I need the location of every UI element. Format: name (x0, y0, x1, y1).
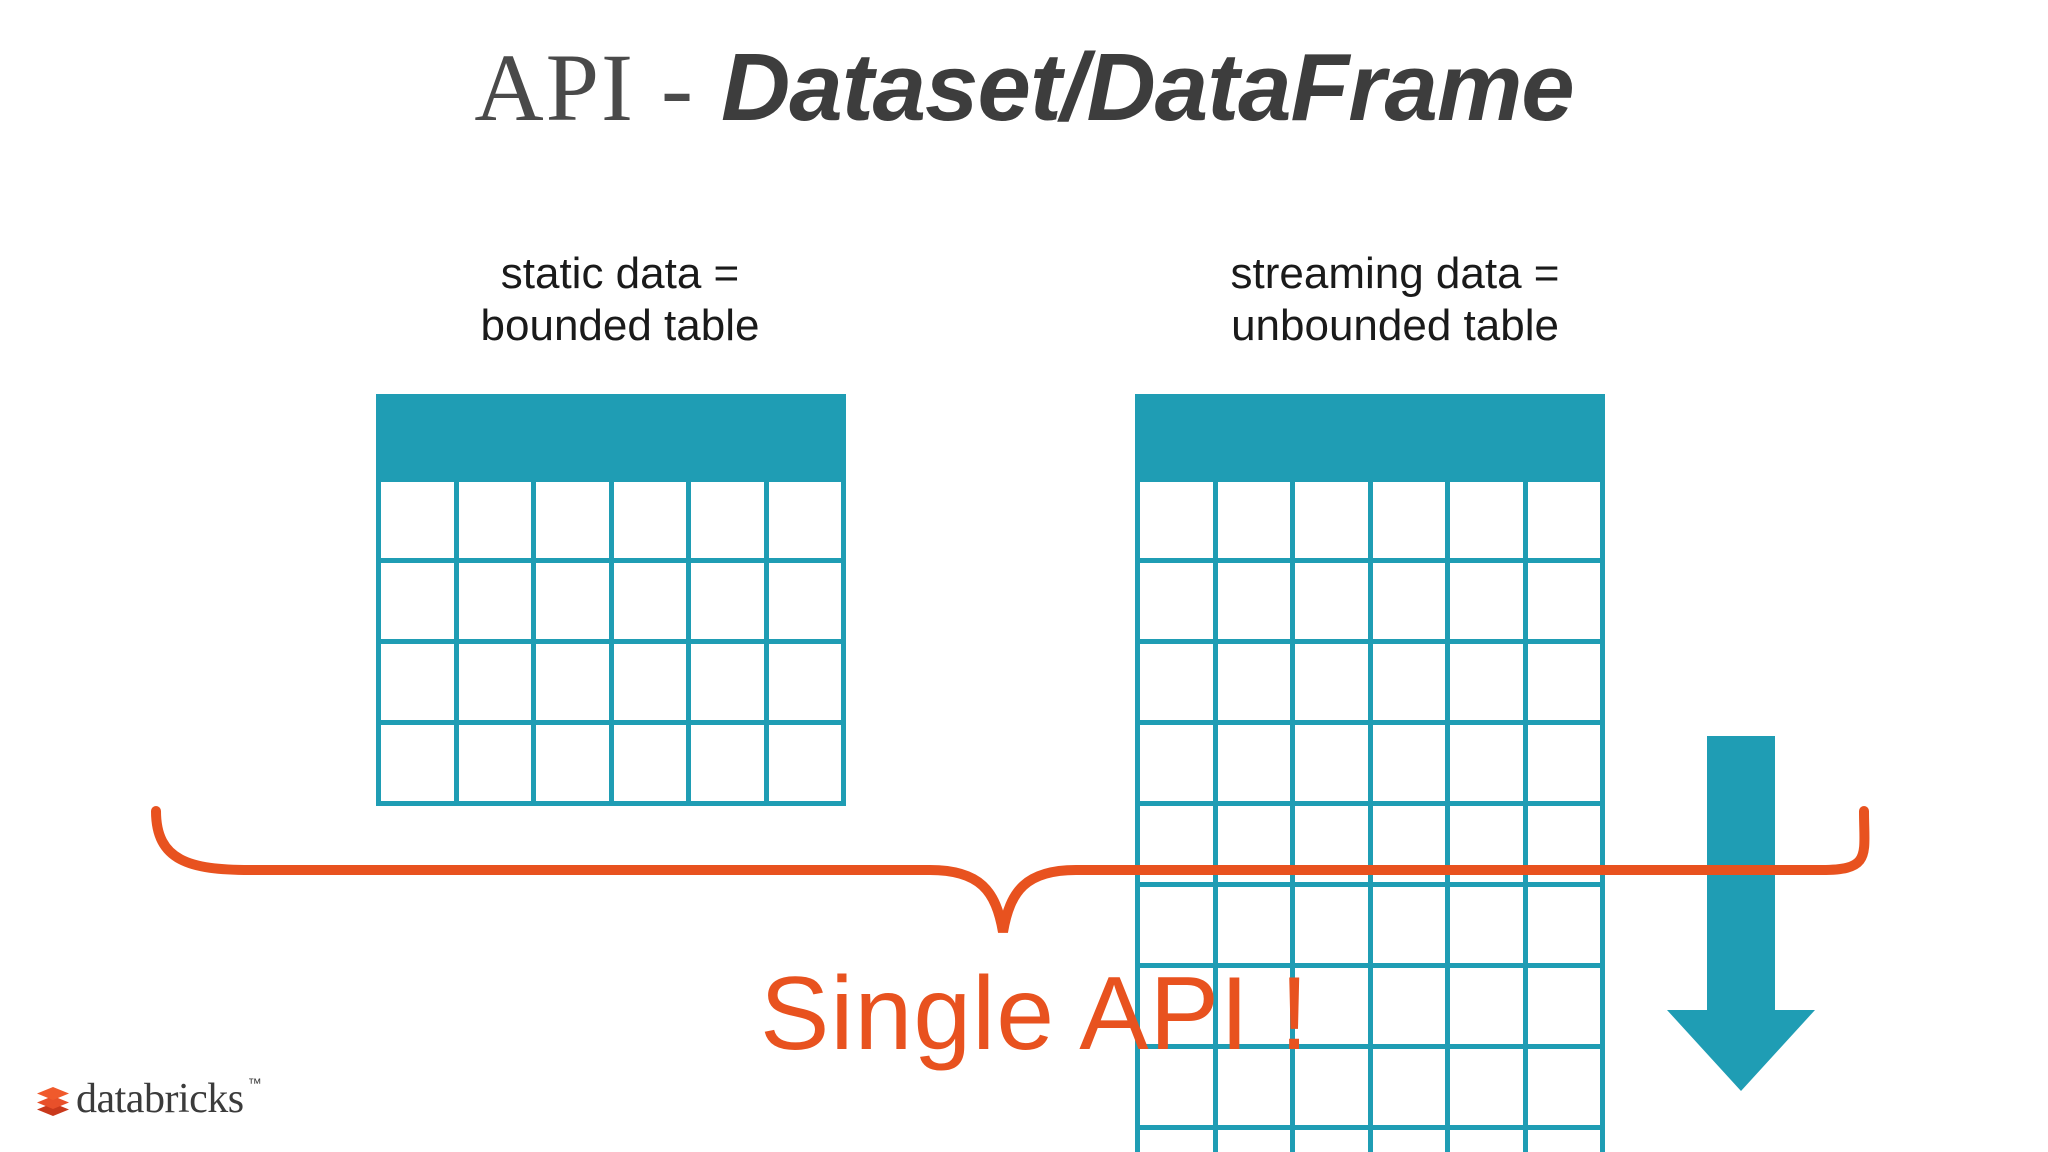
bounded-table-cell (381, 644, 459, 725)
unbounded-table-cell (1450, 482, 1528, 563)
bounded-table-cell (381, 482, 459, 563)
unbounded-table-cell (1527, 563, 1605, 644)
unbounded-table-cell (1140, 968, 1218, 1049)
unbounded-table-cell (1450, 644, 1528, 725)
unbounded-table-cell (1527, 887, 1605, 968)
bounded-table-cell (691, 563, 769, 644)
single-api-label: Single API ! (760, 956, 1310, 1072)
unbounded-table-cell (1527, 806, 1605, 887)
unbounded-table-cell (1140, 725, 1218, 806)
unbounded-table-cell (1372, 1130, 1450, 1152)
unbounded-table-cell (1140, 644, 1218, 725)
unbounded-table-cell (1450, 806, 1528, 887)
unbounded-table-cell (1372, 806, 1450, 887)
bounded-table-cell (768, 725, 846, 806)
bounded-table-cell (458, 644, 536, 725)
page-title: API - Dataset/DataFrame (0, 40, 2048, 136)
unbounded-table-cell (1372, 1049, 1450, 1130)
bounded-table-cell (536, 482, 614, 563)
unbounded-table-cell (1372, 968, 1450, 1049)
unbounded-table-cell (1295, 725, 1373, 806)
unbounded-table-cell (1450, 1049, 1528, 1130)
bounded-table-cell (691, 644, 769, 725)
bounded-table-cell (691, 482, 769, 563)
unbounded-table-cell (1527, 725, 1605, 806)
unbounded-table-cell (1450, 968, 1528, 1049)
bounded-table-cell (458, 482, 536, 563)
unbounded-table-cell (1295, 644, 1373, 725)
unbounded-table-cell (1140, 1130, 1218, 1152)
unbounded-table-cell (1372, 563, 1450, 644)
unbounded-table-cell (1217, 1049, 1295, 1130)
unbounded-table-cell (1217, 968, 1295, 1049)
databricks-wordmark: databricks (76, 1076, 244, 1122)
unbounded-table-cell (1217, 482, 1295, 563)
unbounded-table-cell (1527, 1049, 1605, 1130)
unbounded-table-cell (1217, 1130, 1295, 1152)
unbounded-table-cell (1140, 806, 1218, 887)
bounded-table-cell (768, 482, 846, 563)
page-title-emphasis: Dataset/DataFrame (720, 34, 1575, 141)
bounded-table-cell (536, 563, 614, 644)
unbounded-table-cell (1527, 482, 1605, 563)
bounded-table-cell (768, 644, 846, 725)
unbounded-table-cell (1295, 968, 1373, 1049)
unbounded-table-cell (1295, 806, 1373, 887)
bounded-table-header-band (376, 394, 846, 482)
trademark-symbol: ™ (247, 1075, 262, 1091)
bounded-table-cell (536, 644, 614, 725)
down-arrow-shape (1667, 736, 1815, 1091)
unbounded-table-cell (1372, 644, 1450, 725)
unbounded-table-cell (1450, 1130, 1528, 1152)
unbounded-table-cell (1217, 725, 1295, 806)
bounded-table-cell (613, 482, 691, 563)
bounded-table-cell (691, 725, 769, 806)
bounded-table-cell (536, 725, 614, 806)
unbounded-table-cell (1450, 725, 1528, 806)
unbounded-table-cell (1450, 563, 1528, 644)
unbounded-table-cell (1140, 1049, 1218, 1130)
single-api-brace (151, 806, 1870, 933)
bounded-table-cell (458, 725, 536, 806)
unbounded-table-cell (1527, 644, 1605, 725)
unbounded-table-cell (1372, 725, 1450, 806)
unbounded-table-cell (1450, 887, 1528, 968)
unbounded-table-header-band (1135, 394, 1605, 482)
unbounded-table-cell (1295, 563, 1373, 644)
unbounded-table-cell (1217, 806, 1295, 887)
unbounded-table-cell (1140, 482, 1218, 563)
bounded-table-cell (381, 725, 459, 806)
unbounded-table-cell (1295, 482, 1373, 563)
unbounded-table-cell (1295, 1130, 1373, 1152)
bounded-table-cell (613, 725, 691, 806)
bounded-table-grid (376, 482, 846, 806)
caption-streaming-data: streaming data = unbounded table (1230, 249, 1560, 350)
databricks-logo: databricks ™ (36, 1075, 264, 1124)
unbounded-table-cell (1527, 968, 1605, 1049)
unbounded-table-cell (1372, 482, 1450, 563)
caption-static-data: static data = bounded table (480, 249, 760, 350)
databricks-stack-icon (37, 1087, 69, 1116)
bounded-table-cell (613, 563, 691, 644)
unbounded-table-cell (1217, 644, 1295, 725)
unbounded-table-cell (1217, 563, 1295, 644)
bounded-table-cell (613, 644, 691, 725)
down-arrow-icon (1667, 736, 1815, 1091)
brace-path (151, 806, 1870, 933)
unbounded-table-cell (1140, 563, 1218, 644)
unbounded-table-cell (1372, 887, 1450, 968)
bounded-table-cell (381, 563, 459, 644)
bounded-table-cell (458, 563, 536, 644)
page-title-prefix: API - (474, 34, 721, 141)
unbounded-table-cell (1527, 1130, 1605, 1152)
bounded-table-cell (768, 563, 846, 644)
bounded-table (376, 394, 846, 806)
unbounded-table-cell (1295, 1049, 1373, 1130)
